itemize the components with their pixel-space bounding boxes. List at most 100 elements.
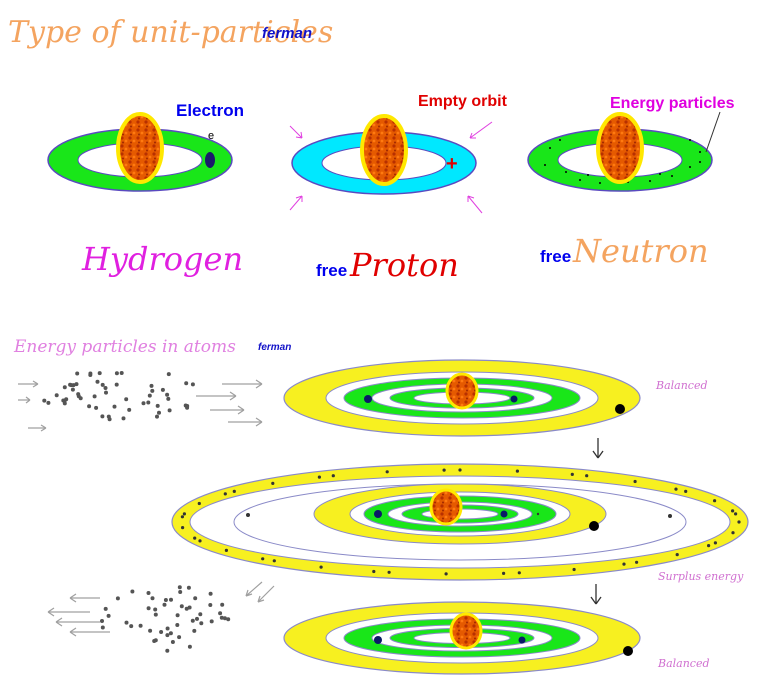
free-proton-prefix: free (316, 261, 347, 280)
balanced-atom-top (284, 360, 640, 436)
energy-particle (175, 623, 179, 627)
energy-particle (124, 397, 128, 401)
energy-particle (115, 383, 119, 387)
hydrogen-label: Hydrogen (81, 240, 243, 278)
energy-particle (150, 389, 154, 393)
energy-particle (208, 603, 212, 607)
energy-particle (707, 544, 710, 547)
energy-particle (150, 384, 154, 388)
energy-particle (68, 383, 72, 387)
energy-particle (684, 490, 687, 493)
energy-particle (130, 590, 134, 594)
energy-particle (516, 470, 519, 473)
neutron-atom (528, 114, 712, 191)
energy-particle (113, 405, 117, 409)
energy-particle (151, 596, 155, 600)
electron-symbol: e (208, 130, 214, 142)
energy-particle (157, 411, 161, 415)
plus-sign: + (446, 153, 458, 175)
energy-particle (198, 612, 202, 616)
energy-particle (226, 617, 230, 621)
energy-particle (445, 572, 448, 575)
energy-particle (120, 371, 124, 375)
proton-nucleus (362, 116, 406, 184)
nucleus-bottom (451, 614, 481, 648)
energy-particle (198, 539, 201, 542)
energy-particle (42, 399, 46, 403)
energy-particle (75, 372, 79, 376)
energy-particle (165, 393, 169, 397)
energy-particle (104, 607, 108, 611)
energy-particle (676, 553, 679, 556)
energy-particle (320, 566, 323, 569)
energy-particle (198, 502, 201, 505)
energy-particle (731, 509, 734, 512)
energy-particle (147, 606, 151, 610)
energy-particle (108, 417, 112, 421)
outgoing-arrows (48, 582, 274, 636)
energy-particle (734, 512, 737, 515)
energy-particle (161, 388, 165, 392)
energy-particle (220, 603, 224, 607)
energy-particle (75, 382, 79, 386)
energy-particle (155, 415, 159, 419)
hydrogen-atom (48, 114, 232, 191)
energy-particle (674, 488, 677, 491)
energy-particle (104, 391, 108, 395)
energy-particle (122, 416, 126, 420)
energy-particle (163, 603, 167, 607)
energy-particle (224, 492, 227, 495)
energy-particle (233, 490, 236, 493)
energy-particle (192, 629, 196, 633)
energy-particle (183, 512, 186, 515)
energy-particle (273, 559, 276, 562)
energy-particle (63, 385, 67, 389)
transition-arrow-2 (591, 584, 601, 604)
energy-particle (622, 563, 625, 566)
energy-particle (166, 397, 170, 401)
state-balanced-top: Balanced (655, 379, 708, 392)
energy-particle (195, 617, 199, 621)
energy-particle (96, 380, 100, 384)
energy-particle (164, 598, 168, 602)
hydrogen-nucleus (118, 114, 162, 182)
bottom-title: Energy particles in atoms (13, 337, 236, 357)
energy-particle (100, 414, 104, 418)
energy-particle (225, 549, 228, 552)
bottom-author: ferman (258, 342, 291, 353)
energy-particle (107, 614, 111, 618)
energy-particle (55, 393, 59, 397)
energy-particle (634, 480, 637, 483)
energy-particle (129, 624, 133, 628)
energy-particle (165, 649, 169, 653)
energy-particle (98, 371, 102, 375)
energy-particle (169, 598, 173, 602)
energy-particle (443, 469, 446, 472)
energy-particle (318, 476, 321, 479)
energy-particle (388, 571, 391, 574)
energy-particle (87, 404, 91, 408)
energy-particle (77, 394, 81, 398)
energy-particle (187, 586, 191, 590)
energy-particle (713, 499, 716, 502)
energy-particle (386, 470, 389, 473)
energy-particle (571, 473, 574, 476)
energy-particle (181, 526, 184, 529)
energy-particle (458, 468, 461, 471)
energy-particle (64, 397, 68, 401)
energy-particle (104, 386, 108, 390)
energy-particle (146, 401, 150, 405)
electron-label: Electron (176, 101, 244, 120)
free-neutron-prefix: free (540, 247, 571, 266)
energy-particle (101, 626, 105, 630)
nucleus-top (447, 374, 477, 408)
energy-particle (502, 572, 505, 575)
energy-particle (193, 596, 197, 600)
energy-particle (153, 608, 157, 612)
energy-particle (71, 388, 75, 392)
energy-particle (154, 613, 158, 617)
state-balanced-bottom: Balanced (657, 657, 710, 670)
energy-particle (271, 482, 274, 485)
nucleus-surplus (431, 490, 461, 524)
